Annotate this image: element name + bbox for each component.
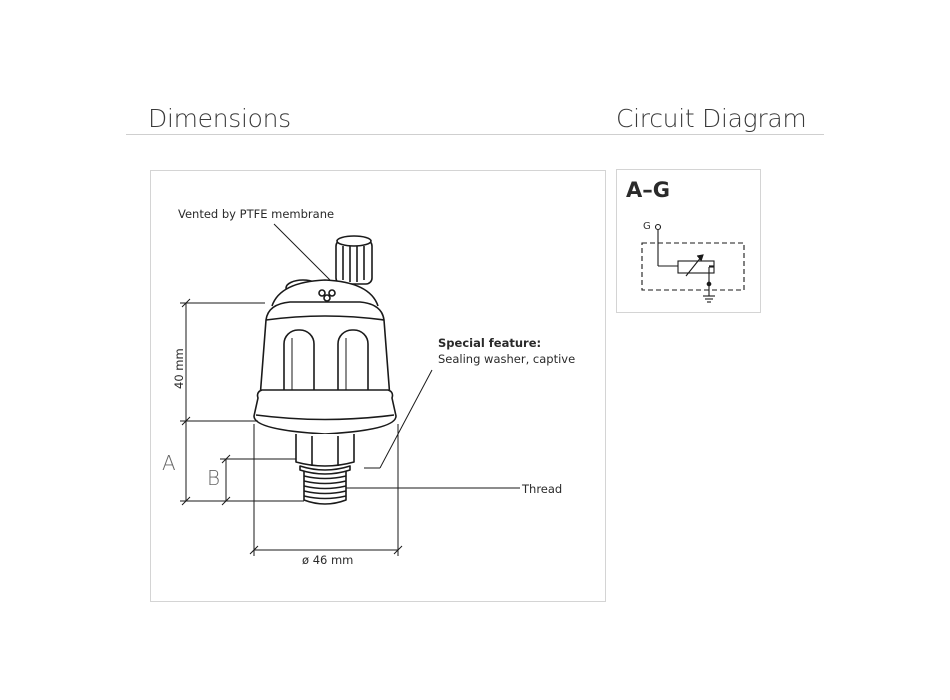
- dimension-letter-a: A: [162, 451, 176, 475]
- circuit-diagram-heading: Circuit Diagram: [616, 104, 807, 133]
- circuit-panel: [616, 169, 761, 313]
- sealing-washer: [299, 465, 351, 475]
- circuit-schematic: [641, 223, 745, 303]
- height-dimension-label: 40 mm: [172, 348, 186, 389]
- heading-divider: [126, 134, 824, 135]
- connector-knob: [335, 235, 373, 285]
- hex-nut: [295, 434, 355, 467]
- dimension-letter-b: B: [207, 466, 221, 490]
- sensor-base-ring: [253, 389, 397, 435]
- diameter-dimension-label: ø 46 mm: [302, 553, 354, 567]
- special-feature-text: Sealing washer, captive: [438, 352, 576, 366]
- special-feature-title: Special feature:: [438, 336, 542, 350]
- circuit-terminal-label: G: [643, 221, 651, 232]
- vent-label: Vented by PTFE membrane: [178, 207, 335, 221]
- terminal-g-node: [654, 223, 662, 231]
- dimension-lines: [180, 223, 520, 556]
- circuit-title: A–G: [626, 178, 670, 202]
- thread-label: Thread: [522, 482, 563, 496]
- dimensions-heading: Dimensions: [148, 104, 291, 133]
